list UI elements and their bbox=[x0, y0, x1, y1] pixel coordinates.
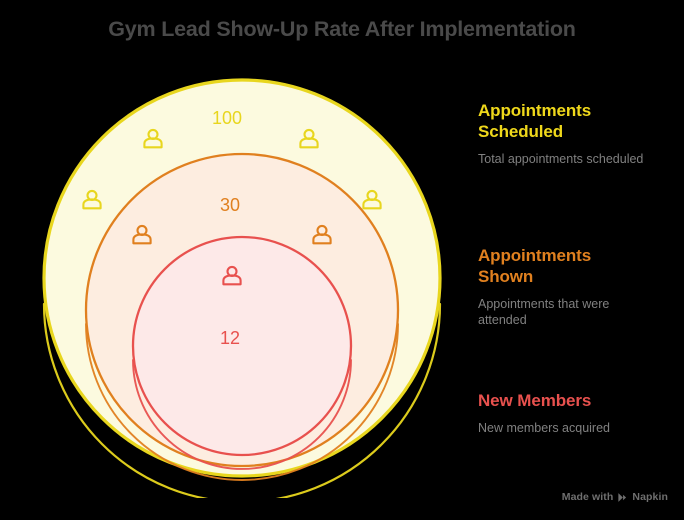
ring-members-circle bbox=[131, 235, 353, 457]
legend-item-description: Appointments that were attended bbox=[478, 297, 610, 327]
legend-item-new-members[interactable]: New Members New members acquired bbox=[478, 390, 678, 436]
ring-value-scheduled: 100 bbox=[212, 108, 242, 128]
legend-item-label: Appointments Scheduled bbox=[478, 101, 592, 141]
nested-circles-diagram: 100 30 12 bbox=[22, 58, 462, 498]
ring-members[interactable] bbox=[131, 235, 353, 470]
legend-item-description: Total appointments scheduled bbox=[478, 152, 644, 166]
ring-members-sketch-arc bbox=[132, 359, 352, 470]
legend-item-label: Appointments Shown bbox=[478, 246, 592, 286]
watermark[interactable]: Made with Napkin bbox=[562, 491, 668, 503]
legend-item-description: New members acquired bbox=[478, 421, 610, 435]
ring-value-members: 12 bbox=[220, 328, 240, 348]
page-title: Gym Lead Show-Up Rate After Implementati… bbox=[108, 17, 576, 41]
napkin-logo-icon bbox=[617, 492, 628, 503]
legend-item-appointments-scheduled[interactable]: Appointments Scheduled Total appointment… bbox=[478, 100, 678, 167]
legend-item-label: New Members bbox=[478, 391, 592, 410]
watermark-prefix: Made with bbox=[561, 491, 614, 503]
watermark-brand: Napkin bbox=[632, 491, 668, 503]
ring-value-shown: 30 bbox=[220, 195, 240, 215]
ring-shown-sketch-arc bbox=[85, 323, 399, 481]
ring-scheduled-sketch-arc bbox=[42, 302, 442, 498]
legend-item-appointments-shown[interactable]: Appointments Shown Appointments that wer… bbox=[478, 245, 678, 328]
